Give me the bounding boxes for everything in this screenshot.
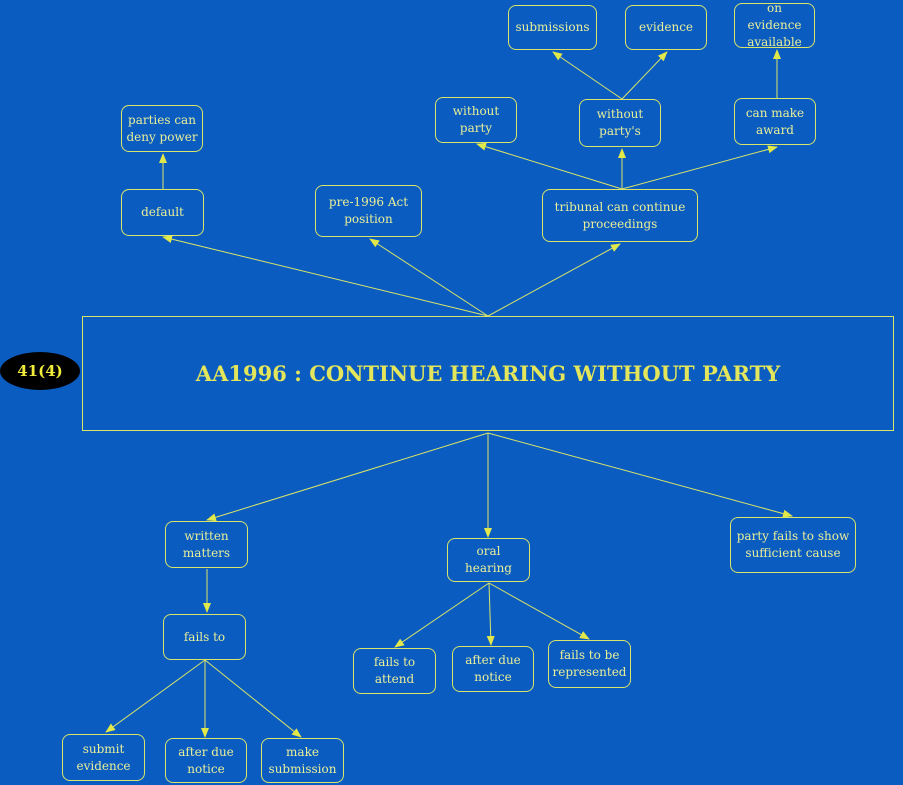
section-badge: 41(4) xyxy=(0,352,80,390)
node-after-due-notice-oral: after due notice xyxy=(452,646,534,692)
node-make-submission: make submission xyxy=(261,738,344,783)
edge-main-default xyxy=(162,235,489,317)
edge-failsto-make xyxy=(204,659,302,738)
node-parties-can-deny-power: parties can deny power xyxy=(121,105,203,152)
edge-oral-notice xyxy=(486,582,495,646)
node-evidence: evidence xyxy=(625,5,707,50)
node-default: default xyxy=(121,189,204,236)
main-topic-box: AA1996 : CONTINUE HEARING WITHOUT PARTY xyxy=(82,316,894,431)
page-title: AA1996 : CONTINUE HEARING WITHOUT PARTY xyxy=(195,361,781,386)
node-can-make-award: can make award xyxy=(734,98,816,145)
edge-main-cause xyxy=(487,432,793,518)
node-party-fails-show-cause: party fails to show sufficient cause xyxy=(730,517,856,573)
node-without-party: without party xyxy=(435,97,517,143)
node-submit-evidence: submit evidence xyxy=(62,734,145,781)
node-after-due-notice-written: after due notice xyxy=(165,738,247,783)
edge-main-tribunal xyxy=(487,243,621,317)
node-oral-hearing: oral hearing xyxy=(447,538,530,582)
node-written-matters: written matters xyxy=(165,521,248,568)
node-fails-to: fails to xyxy=(163,614,246,660)
edge-withoutpartys-evidence xyxy=(621,51,668,100)
node-submissions: submissions xyxy=(508,5,597,50)
edge-oral-represented xyxy=(488,582,590,640)
node-without-partys: without party's xyxy=(579,99,661,147)
node-tribunal-can-continue: tribunal can continue proceedings xyxy=(542,189,698,242)
edge-withoutpartys-submissions xyxy=(552,51,623,100)
edge-tribunal-award xyxy=(621,145,778,190)
edge-main-pre1996 xyxy=(369,238,489,317)
edge-main-written xyxy=(206,432,489,522)
edge-failsto-submit xyxy=(105,659,206,733)
node-fails-to-be-represented: fails to be represented xyxy=(548,640,631,688)
node-pre-1996-position: pre-1996 Act position xyxy=(315,185,422,237)
edge-oral-attend xyxy=(394,582,490,648)
node-on-evidence-available: on evidence available xyxy=(734,1,815,49)
node-fails-to-attend: fails to attend xyxy=(353,648,436,694)
edge-tribunal-withoutparty xyxy=(476,142,623,190)
